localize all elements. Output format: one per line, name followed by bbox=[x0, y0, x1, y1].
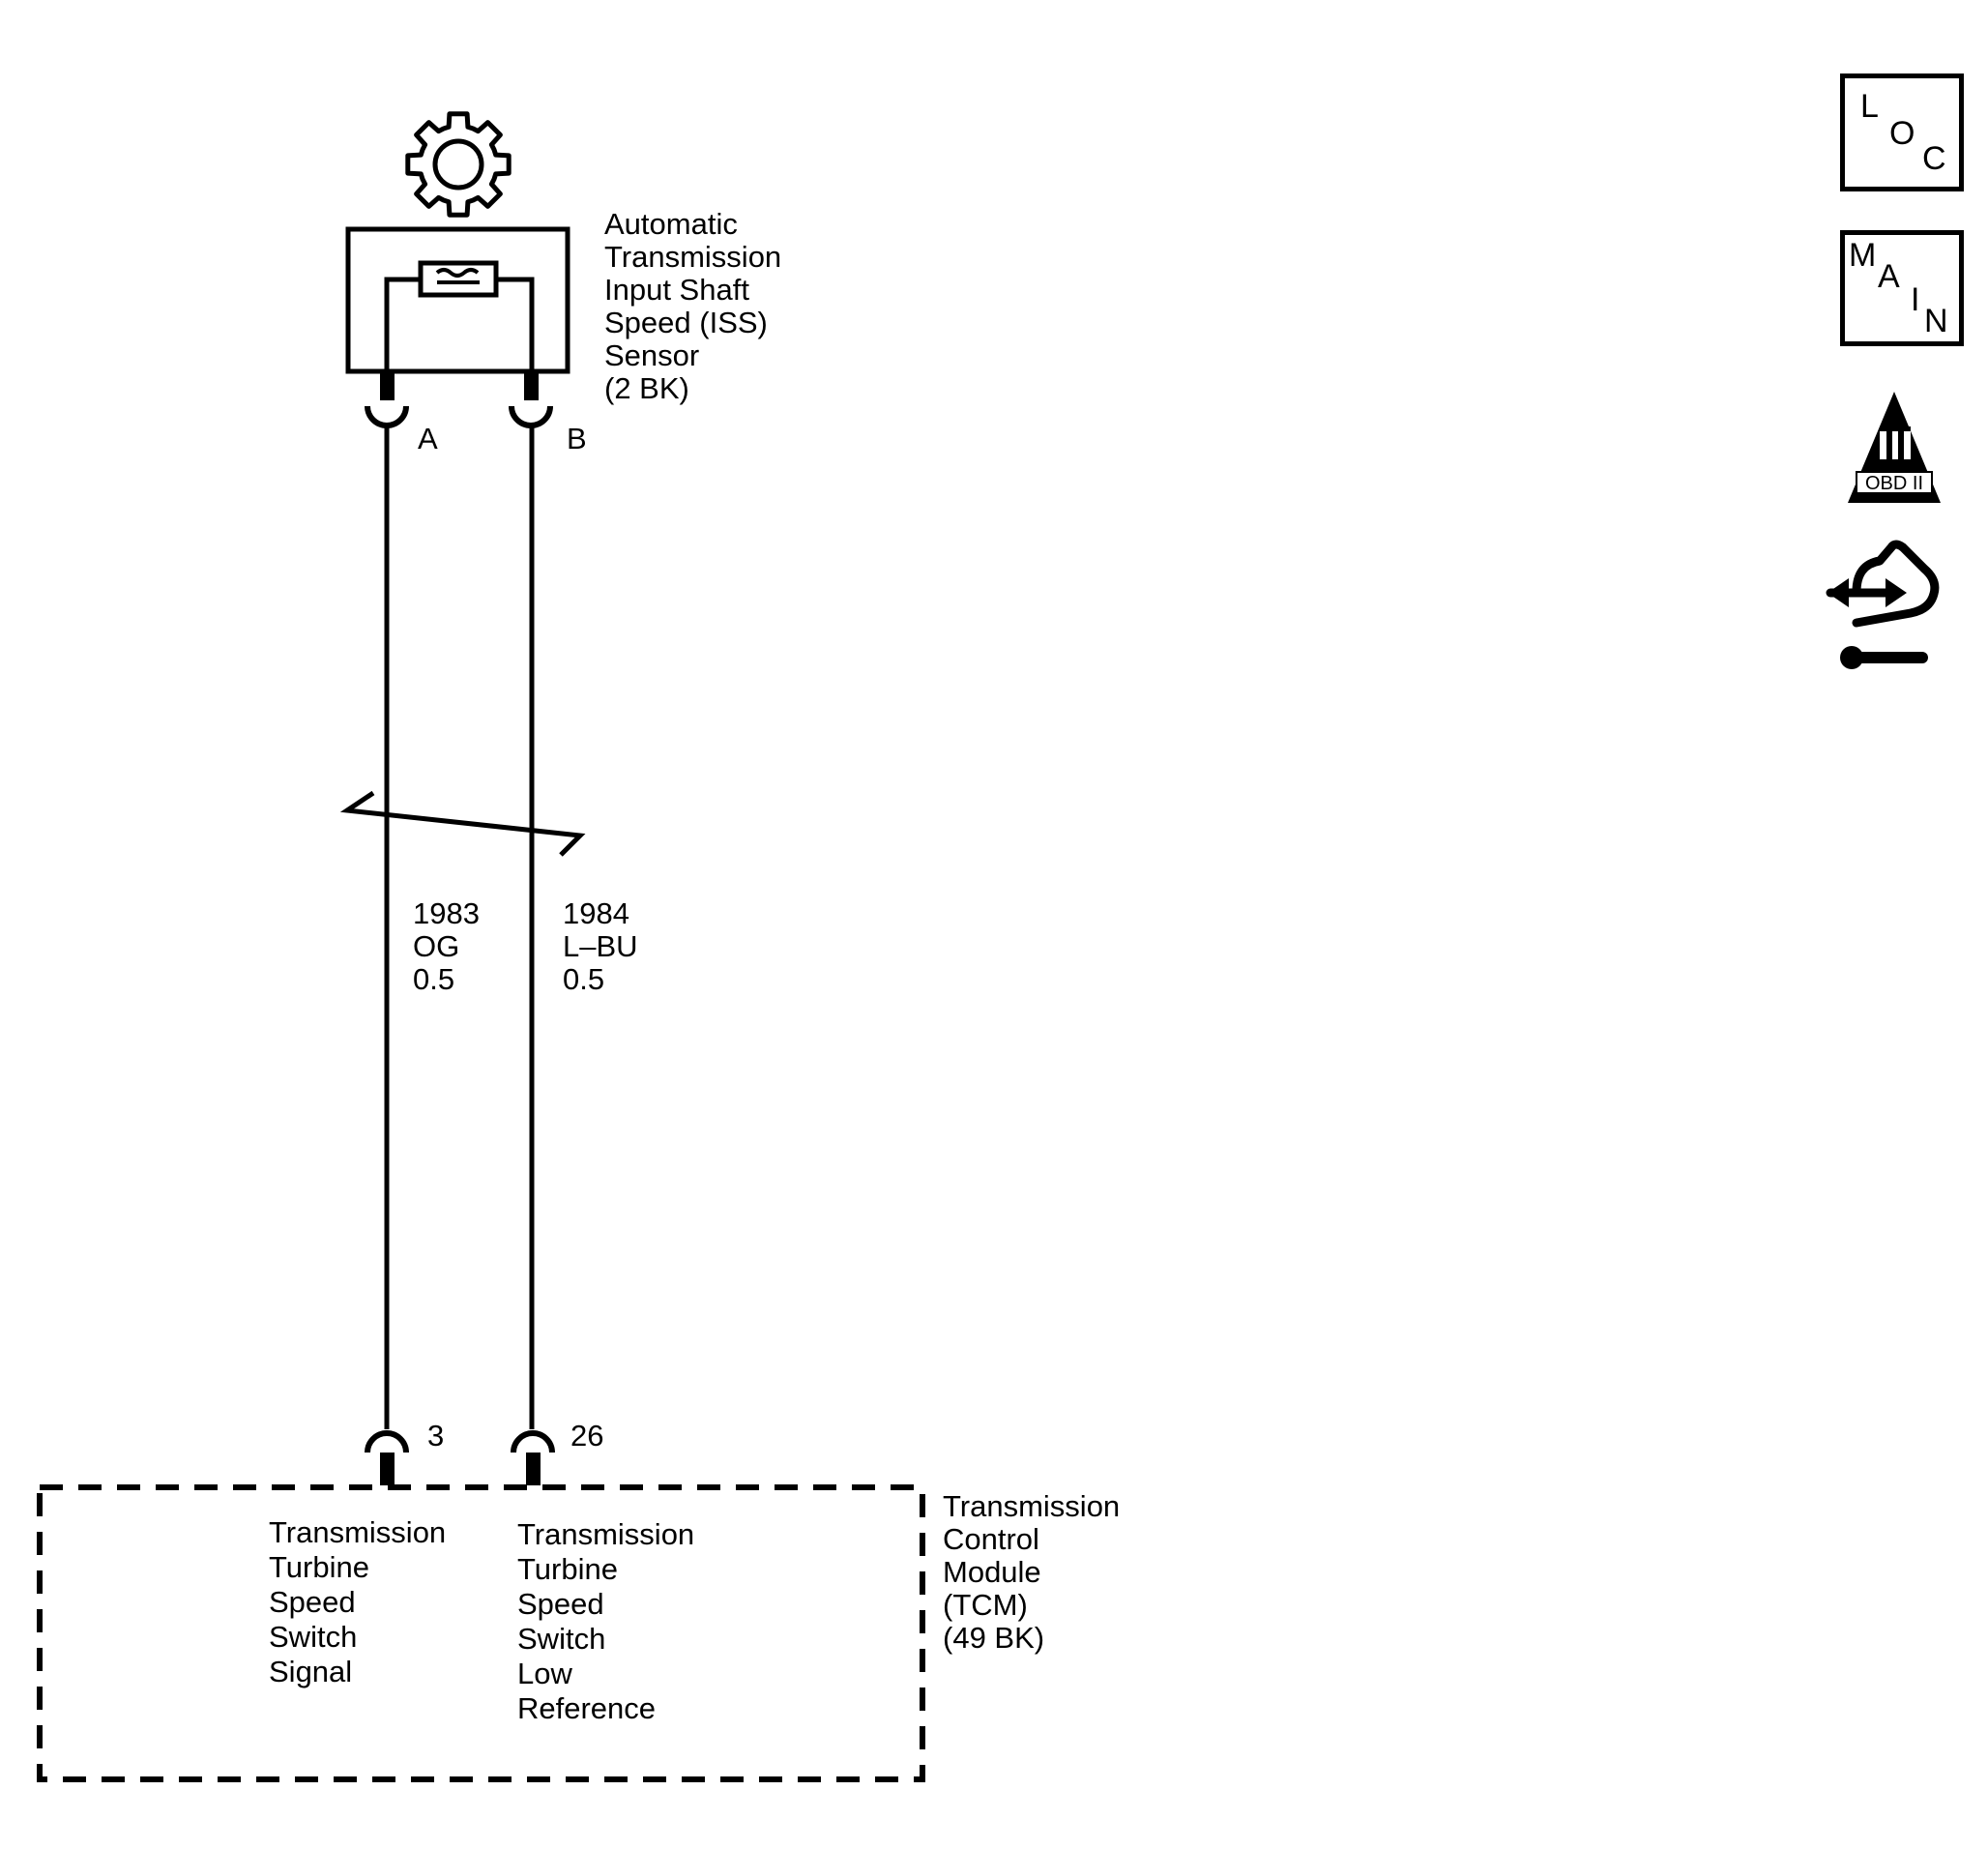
sensor-label-line: Speed (ISS) bbox=[604, 306, 768, 339]
tcm-label: Transmission Control Module (TCM) (49 BK… bbox=[943, 1490, 1120, 1655]
signal-label-line: Signal bbox=[269, 1655, 353, 1688]
module-pin-26-stub bbox=[526, 1453, 541, 1485]
gear-outline bbox=[405, 111, 512, 218]
tcm-label-line: Transmission bbox=[943, 1489, 1121, 1523]
tcm-label-line: Module bbox=[943, 1555, 1041, 1589]
low-ref-label-line: Speed bbox=[517, 1587, 604, 1621]
obd-ii-icon: OBD II bbox=[1848, 392, 1941, 503]
signal-circuit-label: Transmission Turbine Speed Switch Signal bbox=[269, 1515, 446, 1689]
sensor-element bbox=[418, 260, 499, 298]
wire-1983-label: 1983 OG 0.5 bbox=[413, 897, 480, 996]
sensor-pin-a-label: A bbox=[418, 422, 438, 455]
wire-1984-label: 1984 L–BU 0.5 bbox=[563, 897, 638, 996]
low-ref-label-line: Switch bbox=[517, 1622, 606, 1656]
sensor-pin-b-stub bbox=[524, 371, 539, 400]
signal-label-line: Speed bbox=[269, 1585, 356, 1619]
low-ref-label-line: Turbine bbox=[517, 1552, 618, 1586]
main-letter: N bbox=[1924, 303, 1948, 339]
tcm-module-outline bbox=[37, 1484, 925, 1782]
sensor-pin-a-stub bbox=[380, 371, 395, 400]
main-letter: A bbox=[1878, 258, 1900, 295]
wire-color: L–BU bbox=[563, 929, 638, 963]
connector-cup-a bbox=[365, 405, 409, 428]
wire-size: 0.5 bbox=[413, 962, 455, 996]
wire-size: 0.5 bbox=[563, 962, 605, 996]
wire-color: OG bbox=[413, 929, 460, 963]
sensor-label-line: Input Shaft bbox=[604, 273, 749, 307]
main-letter: M bbox=[1849, 237, 1877, 274]
low-ref-label-line: Low bbox=[517, 1657, 572, 1690]
main-letter: I bbox=[1911, 281, 1920, 318]
service-wrench-hand-icon[interactable] bbox=[1826, 540, 1940, 669]
module-pin-26-label: 26 bbox=[570, 1419, 604, 1453]
sensor-pin-b-label: B bbox=[567, 422, 587, 455]
wire-circuit: 1983 bbox=[413, 896, 480, 930]
module-connector-cup-3 bbox=[365, 1430, 409, 1453]
low-reference-circuit-label: Transmission Turbine Speed Switch Low Re… bbox=[517, 1517, 694, 1726]
loc-letter: C bbox=[1922, 140, 1946, 177]
sensor-label-line: (2 BK) bbox=[604, 371, 689, 405]
module-connector-cup-26 bbox=[511, 1430, 555, 1453]
low-ref-label-line: Transmission bbox=[517, 1517, 695, 1551]
sensor-label-line: Transmission bbox=[604, 240, 782, 274]
iss-sensor-body bbox=[345, 226, 570, 374]
loc-icon[interactable]: L O C bbox=[1840, 73, 1964, 191]
sensor-internal-wiring bbox=[384, 277, 535, 371]
signal-label-line: Turbine bbox=[269, 1550, 369, 1584]
sensor-label-line: Sensor bbox=[604, 338, 700, 372]
loc-letter: O bbox=[1889, 115, 1915, 152]
signal-label-line: Transmission bbox=[269, 1515, 447, 1549]
sensor-element-symbol bbox=[435, 268, 480, 284]
tcm-label-line: (49 BK) bbox=[943, 1621, 1045, 1655]
module-pin-3-stub bbox=[380, 1453, 395, 1485]
wire-circuit: 1984 bbox=[563, 896, 629, 930]
obd-ii-label: OBD II bbox=[1865, 473, 1923, 494]
gear-icon bbox=[405, 111, 512, 218]
twisted-pair-symbol bbox=[339, 790, 586, 857]
module-pin-3-label: 3 bbox=[427, 1419, 445, 1453]
connector-cup-b bbox=[509, 405, 553, 428]
sensor-label: Automatic Transmission Input Shaft Speed… bbox=[604, 208, 781, 405]
signal-label-line: Switch bbox=[269, 1620, 358, 1654]
loc-letter: L bbox=[1860, 88, 1879, 125]
tcm-label-line: (TCM) bbox=[943, 1588, 1028, 1622]
low-ref-label-line: Reference bbox=[517, 1691, 657, 1725]
tcm-label-line: Control bbox=[943, 1522, 1039, 1556]
main-icon[interactable]: M A I N bbox=[1840, 230, 1964, 346]
sensor-label-line: Automatic bbox=[604, 207, 738, 241]
